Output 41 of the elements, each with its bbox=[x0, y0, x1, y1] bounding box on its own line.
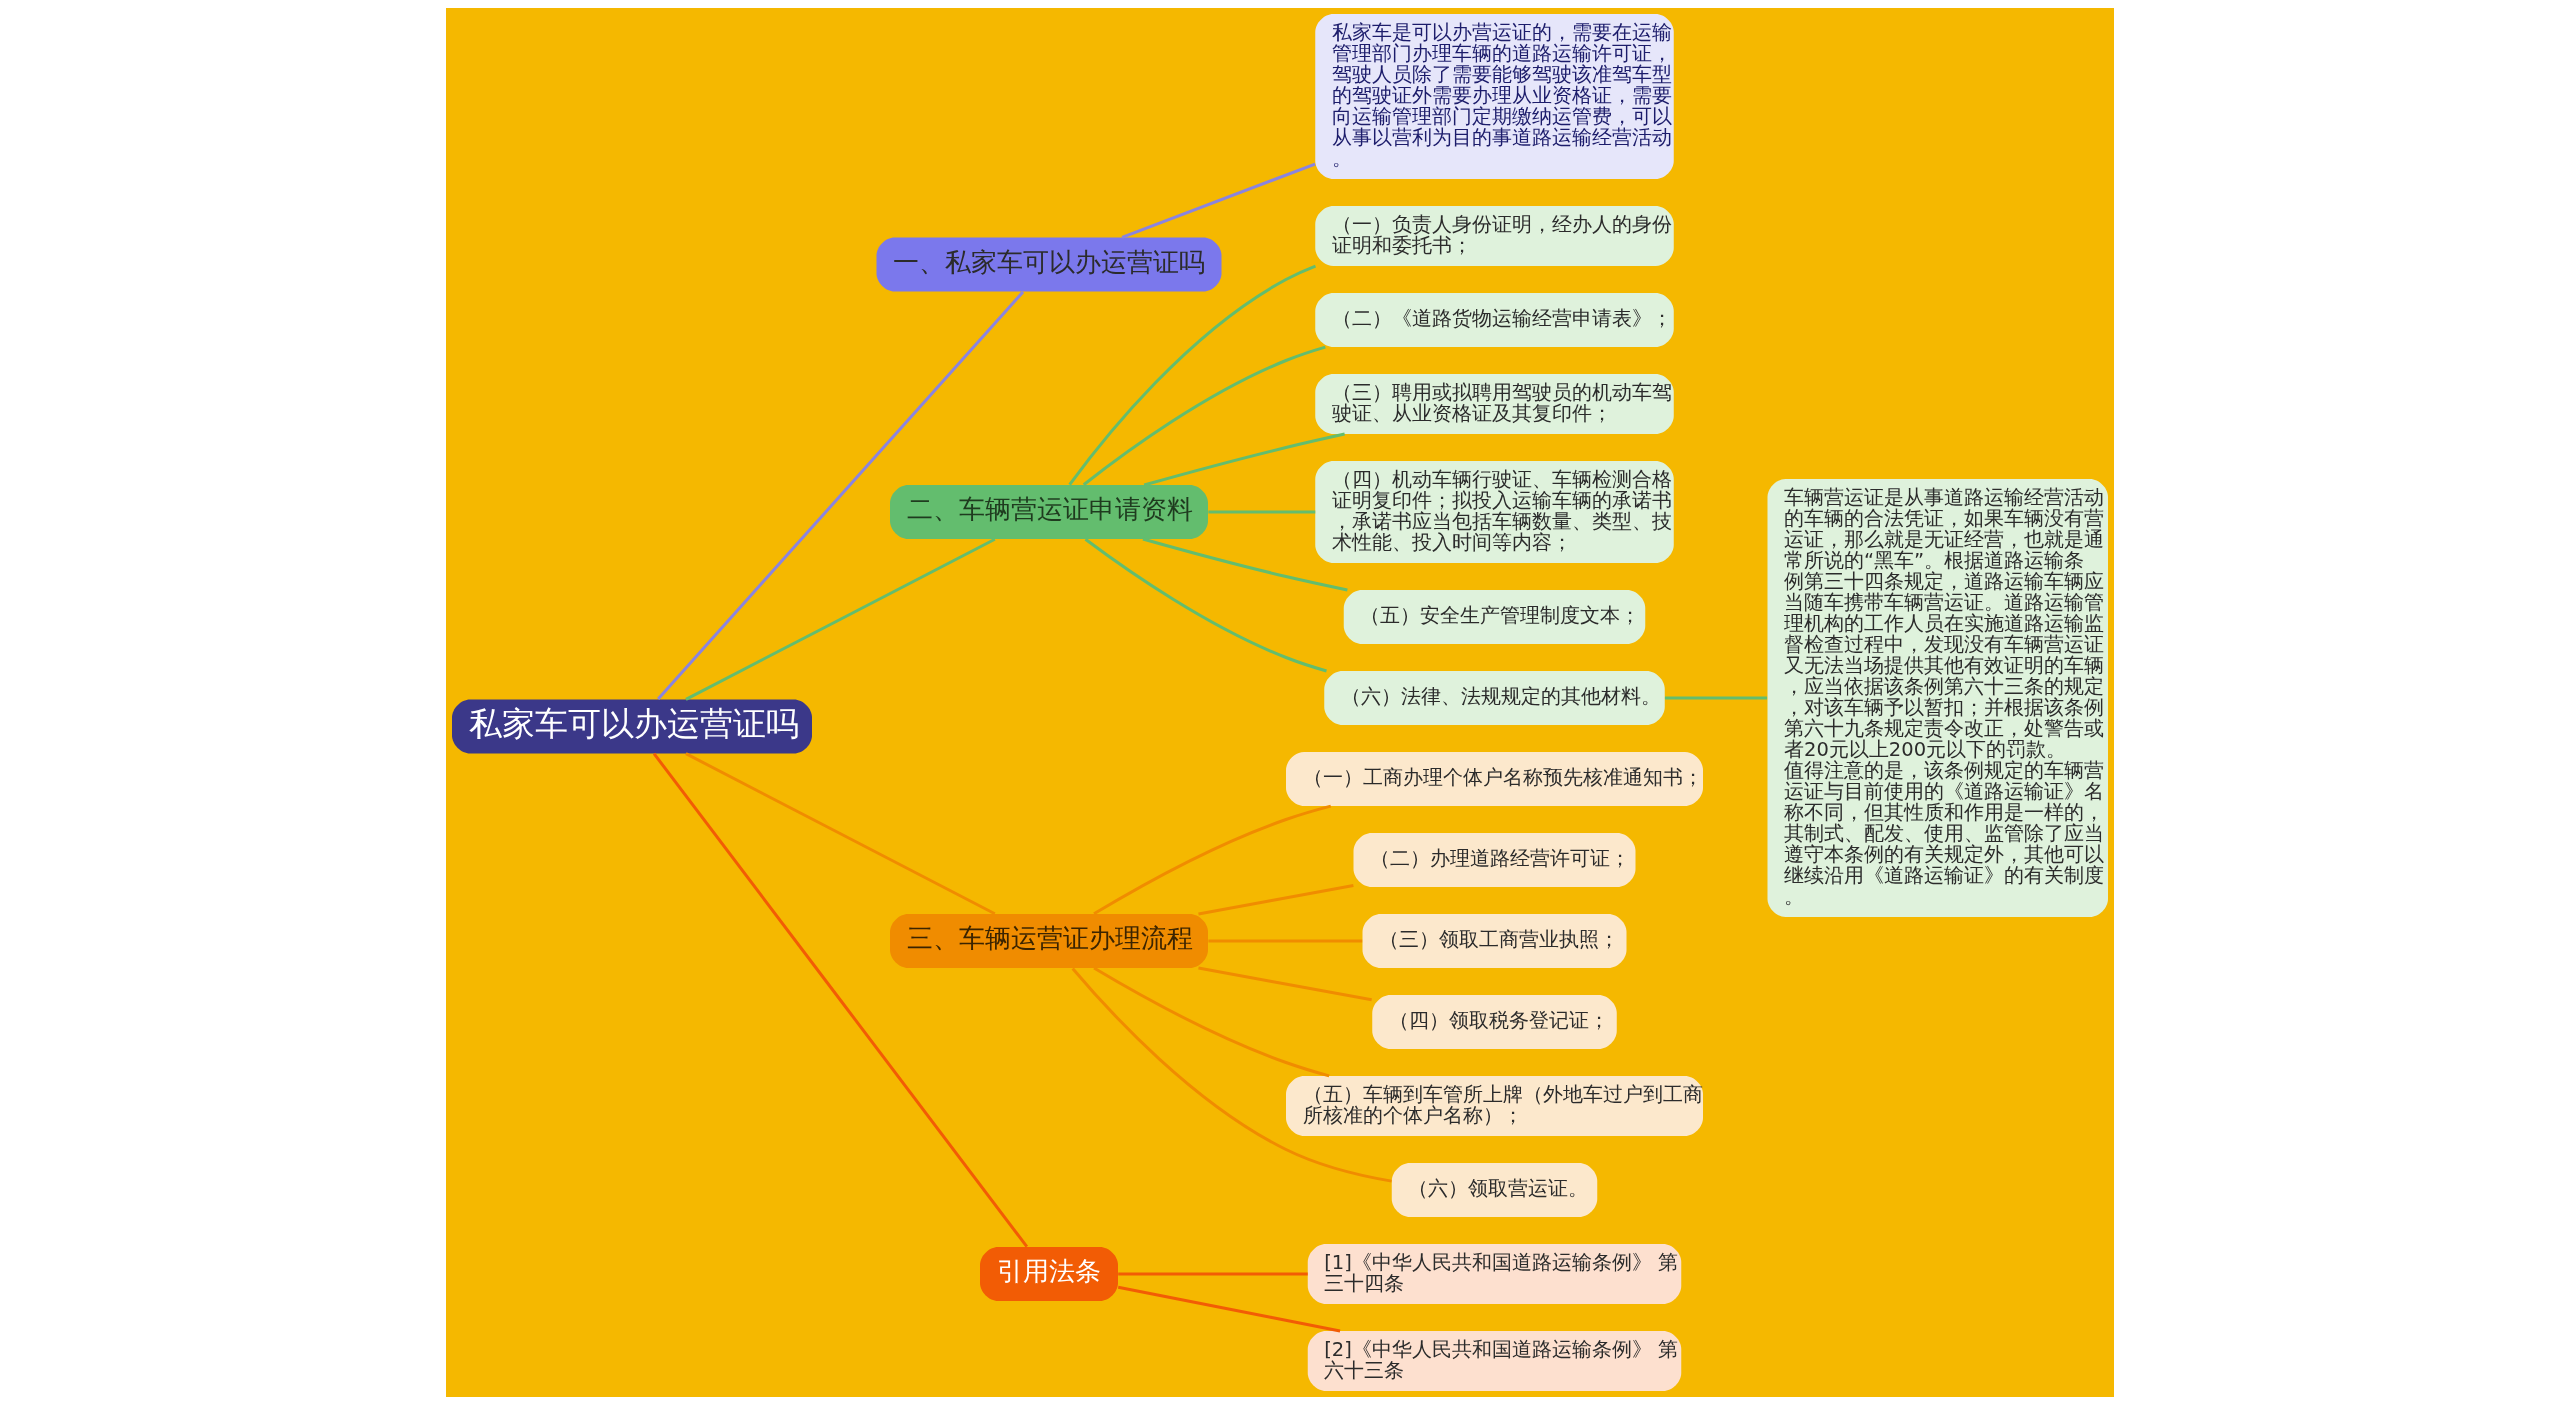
connector bbox=[1208, 939, 1363, 943]
connector bbox=[657, 290, 1025, 700]
connector bbox=[685, 537, 996, 701]
connector bbox=[1198, 966, 1372, 1002]
connector bbox=[1121, 162, 1316, 239]
node-box: （一）负责人身份证明，经办人的身份证明和委托书； bbox=[1315, 206, 1674, 266]
node-box: 私家车可以办运营证吗 bbox=[452, 699, 812, 754]
node-box: [2]《中华人民共和国道路运输条例》 第六十三条 bbox=[1307, 1331, 1682, 1391]
node-box: （四）领取税务登记证； bbox=[1372, 995, 1617, 1049]
node-box: （六）领取营运证。 bbox=[1391, 1163, 1598, 1217]
connector bbox=[1093, 966, 1330, 1078]
connector bbox=[1093, 804, 1332, 916]
connector bbox=[1068, 264, 1317, 486]
connector bbox=[1664, 696, 1767, 700]
connector bbox=[1198, 884, 1354, 916]
node-box: （二）办理道路经营许可证； bbox=[1353, 833, 1636, 887]
node-box: 车辆营运证是从事道路运输经营活动的车辆的合法凭证，如果车辆没有营运证，那么就是无证经营，也就是通常所说的“黑车”。根据道路运输条例第三十四条规定，道路运输车辆应当随车携带车辆营运证。道路运输管理机构的工作人员在实施道路运输监督检查过程中，发现没有车辆营运证又无法当场提供其他有效证明的车辆，应当依据该条例第六十三条的规定，对该车辆予以暂扣；并根据该条例第六十九条规定责令改正，处警告或者20元以上200元以下的罚款。值得注意的是，该条例规定的车辆营运证与目前使用的《道路运输证》名称不同，但其性质和作用是一样的，其制式、配发、使用、监管除了应当遵守本条例的有关规定外，其他可以继续沿用《道路运输证》的有关制度。 bbox=[1767, 479, 2108, 917]
node-box: [1]《中华人民共和国道路运输条例》 第三十四条 bbox=[1307, 1244, 1682, 1304]
node-box: （一）工商办理个体户名称预先核准通知书； bbox=[1286, 752, 1703, 806]
node-box: （五）车辆到车管所上牌（外地车过户到工商所核准的个体户名称）； bbox=[1286, 1076, 1703, 1136]
node-box: （六）法律、法规规定的其他材料。 bbox=[1324, 671, 1665, 725]
connector bbox=[1208, 510, 1316, 514]
node-box: （五）安全生产管理制度文本； bbox=[1343, 590, 1646, 644]
node-box: （四）机动车辆行驶证、车辆检测合格证明复印件；拟投入运输车辆的承诺书，承诺书应当包括车辆数量、类型、技术性能、投入时间等内容； bbox=[1315, 461, 1674, 563]
node-box: （二）《道路货物运输经营申请表》； bbox=[1315, 293, 1674, 347]
connector bbox=[1084, 538, 1327, 673]
node-box: 私家车是可以办营运证的，需要在运输管理部门办理车辆的道路运输许可证，驾驶人员除了需要能够驾驶该准驾车型的驾驶证外需要办理从业资格证，需要向运输管理部门定期缴纳运管费，可以从事以营利为目的事道路运输经营活动。 bbox=[1315, 14, 1674, 179]
connector bbox=[652, 752, 1029, 1248]
node-box: 三、车辆运营证办理流程 bbox=[890, 914, 1208, 968]
node-box: 二、车辆营运证申请资料 bbox=[890, 485, 1208, 539]
connector bbox=[1142, 537, 1348, 592]
connector bbox=[1143, 432, 1345, 487]
connector bbox=[1117, 1285, 1341, 1333]
node-box: 一、私家车可以办运营证吗 bbox=[876, 237, 1222, 292]
node-box: 引用法条 bbox=[980, 1247, 1118, 1301]
node-box: （三）领取工商营业执照； bbox=[1362, 914, 1627, 968]
node-box: （三）聘用或拟聘用驾驶员的机动车驾驶证、从业资格证及其复印件； bbox=[1315, 374, 1674, 434]
connector bbox=[1118, 1272, 1308, 1276]
connector bbox=[1082, 345, 1326, 486]
connector bbox=[685, 752, 996, 916]
connector bbox=[1071, 967, 1392, 1183]
